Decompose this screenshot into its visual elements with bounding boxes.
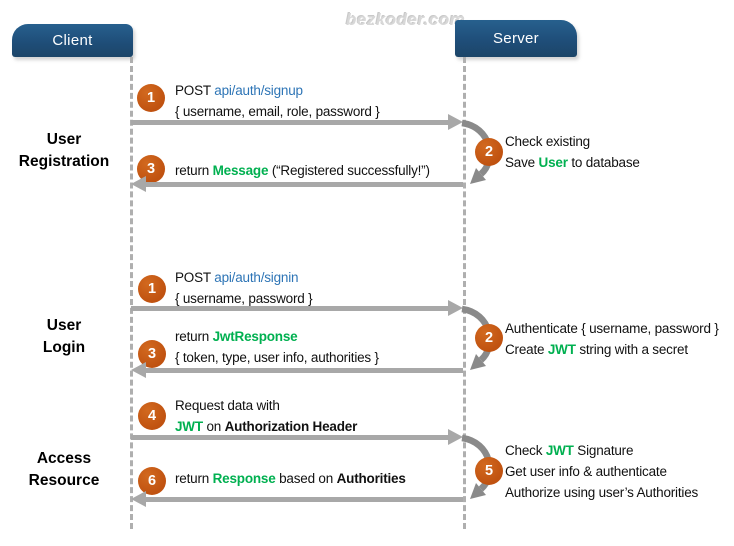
- section-label-line: Registration: [18, 153, 110, 170]
- arrow-shaft: [131, 305, 448, 311]
- server-note-access: Check JWT Signature Get user info & auth…: [505, 440, 698, 503]
- step-number: 1: [147, 281, 157, 297]
- message-line: Save User to database: [505, 155, 640, 170]
- arrow-shaft: [146, 496, 463, 502]
- section-label-user-login: User Login: [0, 315, 128, 359]
- message-line: { token, type, user info, authorities }: [175, 350, 379, 365]
- message-line: Request data with: [175, 398, 280, 413]
- server-lifeline: [463, 57, 466, 529]
- message-line: { username, password }: [175, 291, 313, 306]
- message-line: JWT on Authorization Header: [175, 419, 358, 434]
- actor-client-label: Client: [52, 32, 93, 49]
- arrow-signup-response: [131, 176, 463, 192]
- step-number: 3: [146, 161, 156, 177]
- message-resource-response: return Response based on Authorities: [175, 468, 406, 489]
- step-circle: 5: [475, 457, 503, 485]
- message-line: POST api/auth/signin: [175, 270, 299, 285]
- step-number: 6: [147, 473, 157, 489]
- message-line: Check existing: [505, 134, 590, 149]
- arrow-head-right-icon: [448, 300, 463, 316]
- message-resource-request: Request data with JWT on Authorization H…: [175, 395, 357, 437]
- arrow-shaft: [146, 181, 463, 187]
- step-circle: 1: [137, 84, 165, 112]
- section-label-line: Login: [42, 339, 86, 356]
- message-line: return JwtResponse: [175, 329, 298, 344]
- message-line: Get user info & authenticate: [505, 464, 667, 479]
- message-line: Create JWT string with a secret: [505, 342, 688, 357]
- step-number: 1: [146, 90, 156, 106]
- message-line: { username, email, role, password }: [175, 104, 380, 119]
- arrow-resource-response: [131, 491, 463, 507]
- arrow-shaft: [146, 367, 463, 373]
- message-signin-response: return JwtResponse { token, type, user i…: [175, 326, 379, 368]
- step-number: 2: [484, 144, 494, 160]
- arrow-head-left-icon: [131, 362, 146, 378]
- step-circle: 4: [138, 402, 166, 430]
- message-signin-request: POST api/auth/signin { username, passwor…: [175, 267, 313, 309]
- step-circle: 1: [138, 275, 166, 303]
- message-signup-response: return Message (“Registered successfully…: [175, 160, 430, 181]
- message-line: POST api/auth/signup: [175, 83, 303, 98]
- step-number: 3: [147, 346, 157, 362]
- server-note-registration: Check existing Save User to database: [505, 131, 640, 173]
- arrow-head-right-icon: [448, 114, 463, 130]
- section-label-line: Resource: [28, 472, 100, 489]
- arrow-head-right-icon: [448, 429, 463, 445]
- arrow-signin-request: [131, 300, 463, 316]
- section-label-line: User: [46, 131, 82, 148]
- arrow-shaft: [131, 434, 448, 440]
- message-line: Authorize using user’s Authorities: [505, 485, 699, 500]
- message-line: return Response based on Authorities: [175, 471, 406, 486]
- step-number: 5: [484, 463, 494, 479]
- message-signup-request: POST api/auth/signup { username, email, …: [175, 80, 380, 122]
- arrow-head-left-icon: [131, 176, 146, 192]
- message-line: Check JWT Signature: [505, 443, 634, 458]
- arrow-shaft: [131, 119, 448, 125]
- step-circle: 2: [475, 138, 503, 166]
- step-circle: 6: [138, 467, 166, 495]
- arrow-head-left-icon: [131, 491, 146, 507]
- message-line: Authenticate { username, password }: [505, 321, 719, 336]
- step-circle: 2: [475, 324, 503, 352]
- section-label-line: Access: [36, 450, 92, 467]
- section-label-access-resource: Access Resource: [0, 448, 128, 492]
- step-number: 2: [484, 330, 494, 346]
- arrow-signup-request: [131, 114, 463, 130]
- watermark-text: bezkoder.com: [346, 10, 466, 29]
- actor-server-label: Server: [493, 30, 539, 47]
- message-line: return Message (“Registered successfully…: [175, 163, 430, 178]
- section-label-line: User: [46, 317, 82, 334]
- server-note-login: Authenticate { username, password } Crea…: [505, 318, 719, 360]
- client-lifeline: [130, 57, 133, 529]
- arrow-signin-response: [131, 362, 463, 378]
- step-number: 4: [147, 408, 157, 424]
- arrow-resource-request: [131, 429, 463, 445]
- actor-box-server: Server: [455, 20, 577, 57]
- actor-box-client: Client: [12, 24, 133, 57]
- section-label-user-registration: User Registration: [0, 129, 128, 173]
